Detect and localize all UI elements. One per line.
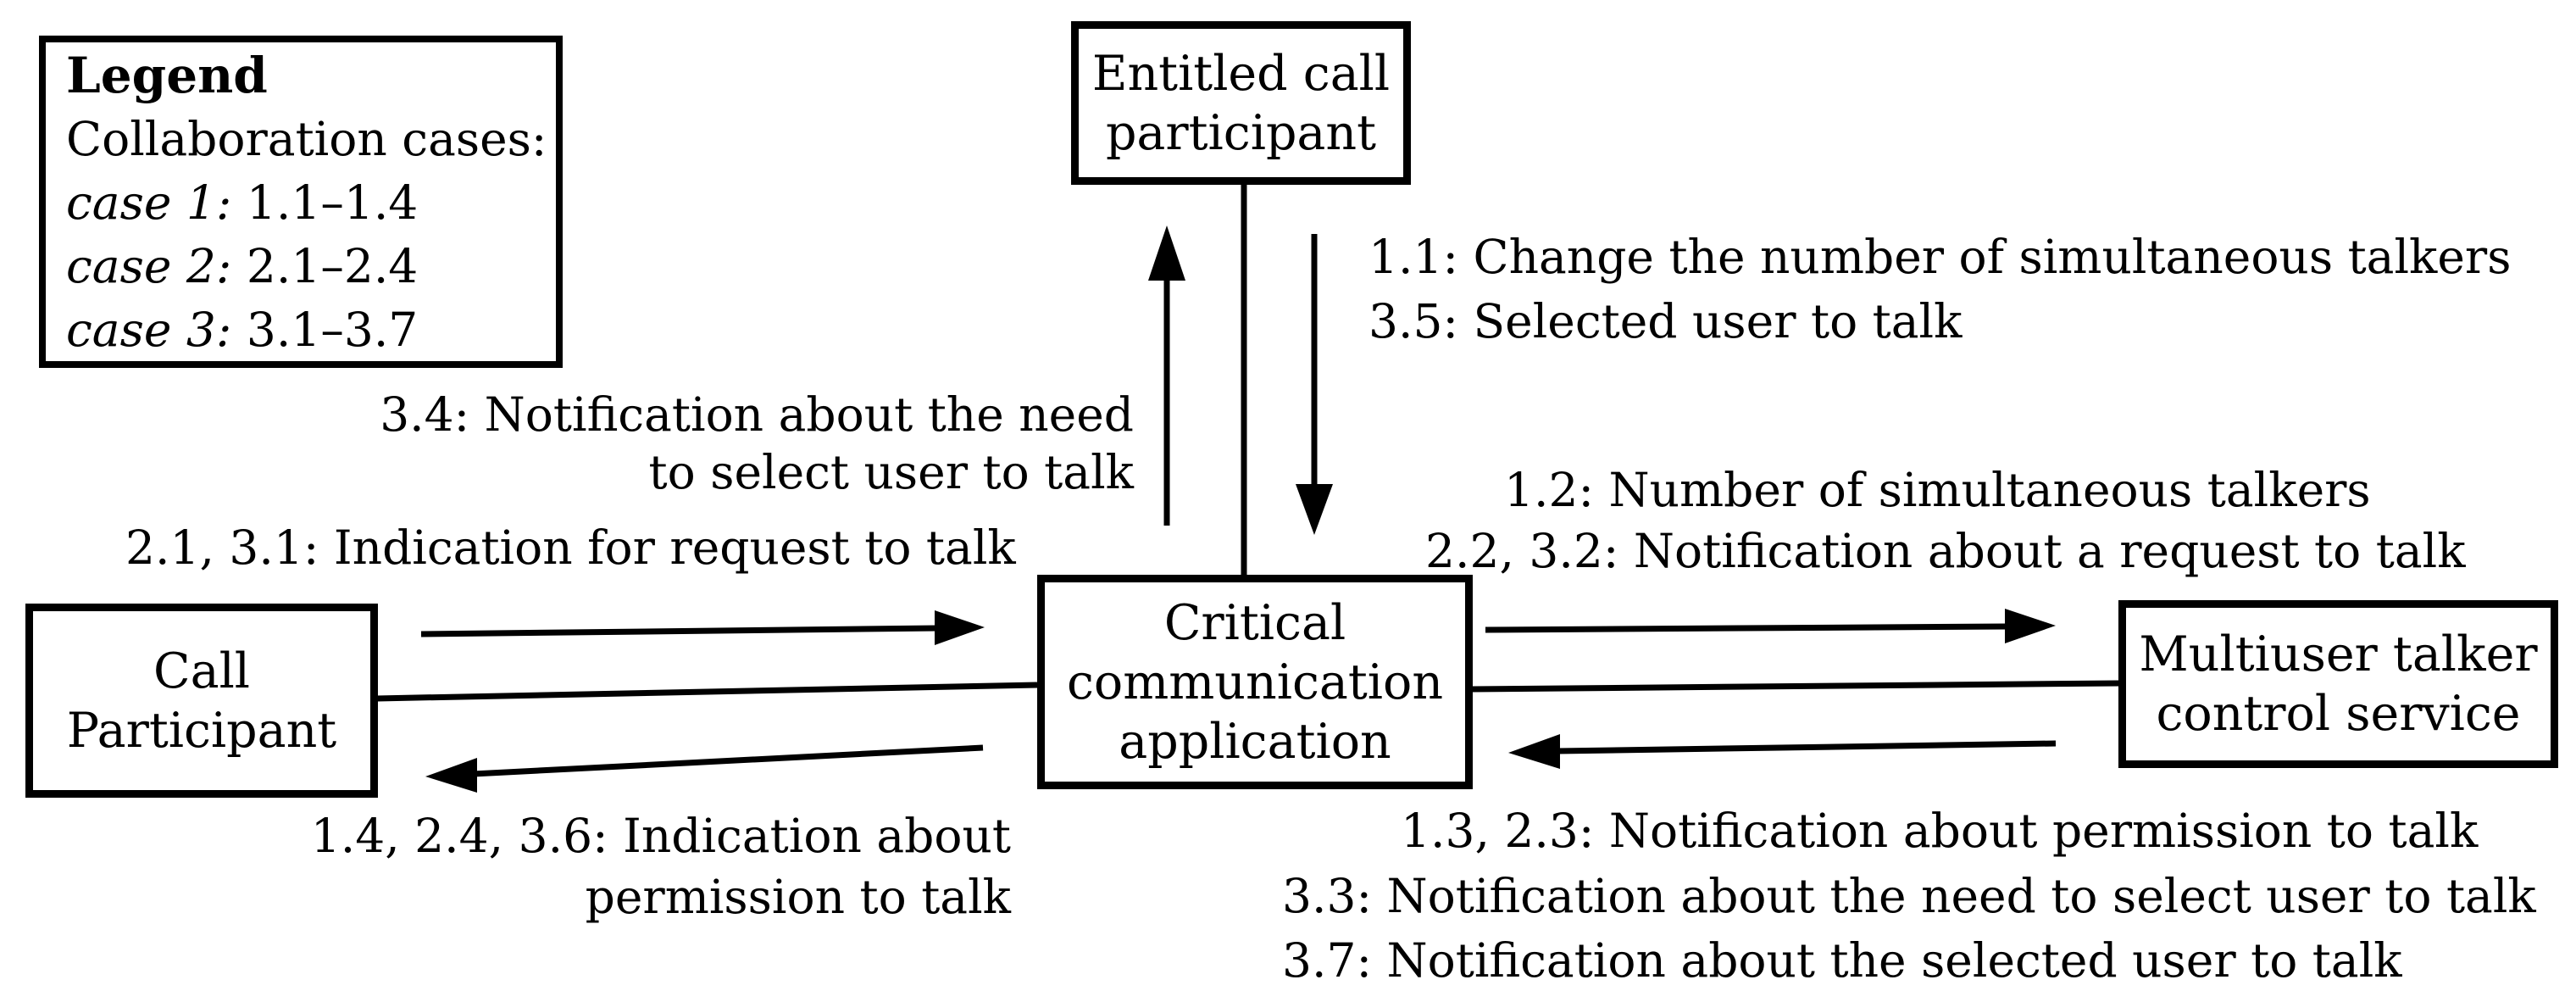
- legend-case-2-range: 2.1–2.4: [246, 239, 419, 293]
- legend-case-3-name: case 3:: [66, 303, 232, 357]
- node-multiuser-talker-control-service: Multiuser talker control service: [2118, 600, 2558, 768]
- edge-label-app-to-participant-line-1: 1.4, 2.4, 3.6: Indication about: [310, 809, 1011, 863]
- edge-label-service-to-app-line-2: 3.3: Notification about the need to sele…: [1282, 869, 2536, 923]
- arrow-service-to-app: [1508, 734, 2057, 769]
- legend-title: Legend: [66, 47, 268, 104]
- arrow-app-to-service: [1485, 609, 2056, 643]
- arrow-participant-to-app: [420, 610, 985, 645]
- node-entitled-call-participant-line-2: participant: [1105, 104, 1377, 161]
- node-entitled-call-participant-line-1: Entitled call: [1091, 45, 1391, 102]
- node-critical-communication-application-line-3: application: [1119, 713, 1391, 770]
- legend-case-2-name: case 2:: [66, 239, 232, 293]
- legend-case-3-range: 3.1–3.7: [246, 303, 419, 357]
- edge-label-app-to-service-line-1: 1.2: Number of simultaneous talkers: [1504, 463, 2371, 517]
- node-call-participant-line-2: Participant: [66, 702, 337, 759]
- edge-label-service-to-app-line-3: 3.7: Notification about the selected use…: [1282, 933, 2402, 988]
- legend-subtitle: Collaboration cases:: [66, 112, 547, 166]
- node-call-participant: Call Participant: [25, 604, 378, 798]
- edge-label-app-to-entitled-line-1: 3.4: Notification about the need: [380, 387, 1134, 442]
- node-call-participant-line-1: Call: [153, 643, 251, 699]
- association-app-service: [1470, 680, 2120, 693]
- node-critical-communication-application-line-2: communication: [1066, 654, 1444, 710]
- arrow-entitled-to-app: [1296, 234, 1333, 535]
- legend-case-1: case 1: 1.1–1.4: [66, 171, 544, 235]
- arrow-app-to-entitled: [1148, 225, 1185, 526]
- node-multiuser-talker-control-service-line-2: control service: [2156, 686, 2521, 742]
- legend-case-3: case 3: 3.1–3.7: [66, 298, 544, 362]
- legend-box: Legend Collaboration cases: case 1: 1.1–…: [39, 36, 563, 368]
- edge-label-app-to-service-line-2: 2.2, 3.2: Notification about a request t…: [1425, 524, 2466, 578]
- edge-label-participant-to-app: 2.1, 3.1: Indication for request to talk: [125, 520, 1016, 575]
- node-multiuser-talker-control-service-line-1: Multiuser talker: [2139, 626, 2538, 682]
- node-entitled-call-participant: Entitled call participant: [1071, 21, 1411, 185]
- legend-case-1-name: case 1:: [66, 175, 232, 230]
- edge-label-app-to-entitled-line-2: to select user to talk: [648, 445, 1134, 499]
- node-critical-communication-application: Critical communication application: [1037, 575, 1473, 789]
- arrow-app-to-participant: [425, 744, 984, 793]
- edge-label-entitled-to-app-line-1: 1.1: Change the number of simultaneous t…: [1368, 230, 2512, 284]
- edge-label-entitled-to-app-line-2: 3.5: Selected user to talk: [1368, 294, 1963, 348]
- edge-label-service-to-app-line-1: 1.3, 2.3: Notification about permission …: [1401, 804, 2479, 858]
- legend-case-1-range: 1.1–1.4: [246, 175, 419, 230]
- legend-case-2: case 2: 2.1–2.4: [66, 235, 544, 298]
- edge-label-app-to-participant-line-2: permission to talk: [585, 870, 1011, 924]
- node-critical-communication-application-line-1: Critical: [1163, 594, 1346, 651]
- association-participant-app: [376, 682, 1038, 702]
